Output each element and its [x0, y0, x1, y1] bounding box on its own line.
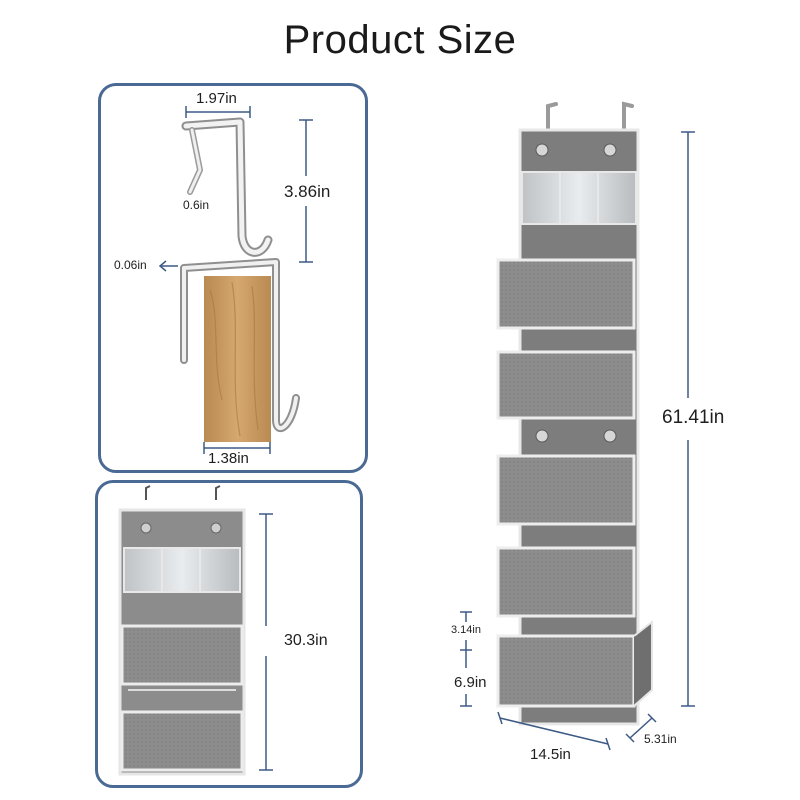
door-thickness-label: 1.38in: [208, 450, 249, 467]
organizer-width-dimension: [497, 711, 611, 751]
hook-thickness-arrow: [158, 260, 178, 272]
large-organizer-height-label: 61.41in: [662, 407, 725, 428]
page-title: Product Size: [283, 18, 517, 62]
small-organizer-image: [118, 485, 246, 776]
hook-height-dimension: [299, 119, 313, 263]
organizer-depth-label: 5.31in: [644, 732, 677, 746]
door-board-image: [204, 276, 271, 442]
large-organizer-height-dimension: [681, 131, 695, 707]
hook-width-label: 1.97in: [196, 90, 237, 107]
door-thickness-dimension: [203, 442, 271, 454]
small-organizer-height-label: 30.3in: [284, 632, 328, 649]
pocket-height-dimension: [460, 649, 472, 707]
hook-inner-depth-label: 0.6in: [183, 198, 210, 212]
large-organizer-image: [496, 101, 653, 726]
pocket-gap-label: 3.14in: [451, 624, 481, 636]
hook-thickness-label: 0.06in: [114, 258, 147, 272]
pocket-height-label: 6.9in: [454, 674, 487, 691]
small-organizer-height-dimension: [259, 513, 273, 771]
organizer-width-label: 14.5in: [530, 746, 571, 763]
organizer-depth-dimension: [625, 713, 657, 743]
hook-height-label: 3.86in: [284, 182, 331, 201]
over-door-hook-image: [180, 117, 300, 433]
pocket-gap-dimension: [460, 611, 472, 650]
hook-width-dimension: [185, 106, 251, 118]
